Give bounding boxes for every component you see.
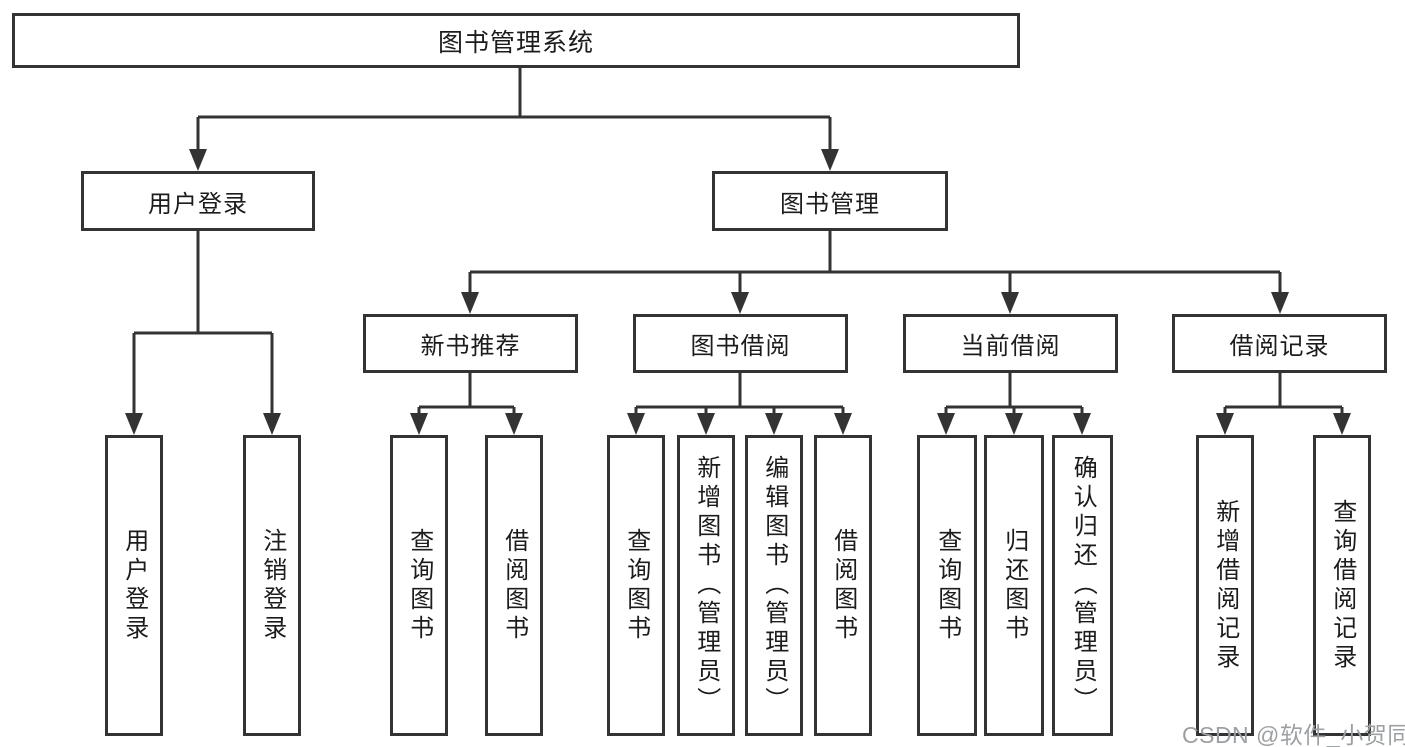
node-label: 图书管理系统 [437, 28, 594, 57]
leaf-borrowing-query-books: 查询图书 [607, 435, 665, 736]
node-library-system: 图书管理系统 [12, 13, 1020, 68]
leaf-label: 查询图书 [622, 527, 650, 644]
leaf-user-login: 用户登录 [105, 435, 163, 736]
leaf-label: 查询图书 [405, 527, 433, 644]
connector-paths [132, 68, 1344, 420]
node-current-borrowing: 当前借阅 [903, 314, 1118, 373]
leaf-recommend-borrow-books: 借阅图书 [485, 435, 543, 736]
node-borrowing-records: 借阅记录 [1172, 314, 1387, 373]
node-book-borrowing: 图书借阅 [633, 314, 848, 373]
leaf-recommend-query-books: 查询图书 [390, 435, 448, 736]
leaf-label: 用户登录 [120, 527, 148, 644]
csdn-watermark: CSDN @软件_小贺同学 [1182, 722, 1405, 747]
leaf-label: 借阅图书 [829, 527, 857, 644]
leaf-current-confirm-return-admin: 确认归还（管理员） [1052, 435, 1113, 736]
leaf-current-return-books: 归还图书 [984, 435, 1044, 736]
leaf-borrowing-borrow-books: 借阅图书 [814, 435, 872, 736]
node-label: 用户登录 [148, 190, 248, 218]
leaf-label: 编辑图书（管理员） [760, 455, 788, 716]
arrowhead-icons [125, 149, 1351, 435]
node-user-login: 用户登录 [81, 171, 315, 231]
leaf-logout-login: 注销登录 [243, 435, 301, 736]
node-label: 图书借阅 [690, 333, 791, 360]
leaf-current-query-books: 查询图书 [917, 435, 977, 736]
node-label: 图书管理 [780, 190, 880, 218]
node-new-book-recommendation: 新书推荐 [363, 314, 578, 373]
leaf-borrowing-add-books-admin: 新增图书（管理员） [677, 435, 735, 736]
leaf-label: 确认归还（管理员） [1069, 455, 1097, 716]
leaf-label: 查询借阅记录 [1328, 498, 1356, 673]
leaf-borrowing-edit-books-admin: 编辑图书（管理员） [745, 435, 803, 736]
leaf-records-query-record: 查询借阅记录 [1313, 435, 1371, 736]
leaf-label: 归还图书 [1000, 527, 1028, 644]
node-book-management: 图书管理 [712, 171, 948, 231]
node-label: 当前借阅 [960, 333, 1061, 360]
leaf-label: 借阅图书 [500, 527, 528, 644]
leaf-label: 新增借阅记录 [1211, 498, 1239, 673]
node-label: 新书推荐 [420, 333, 521, 360]
leaf-label: 新增图书（管理员） [692, 455, 720, 716]
leaf-records-add-record: 新增借阅记录 [1196, 435, 1254, 736]
node-label: 借阅记录 [1229, 333, 1330, 360]
leaf-label: 查询图书 [933, 527, 961, 644]
leaf-label: 注销登录 [258, 527, 286, 644]
